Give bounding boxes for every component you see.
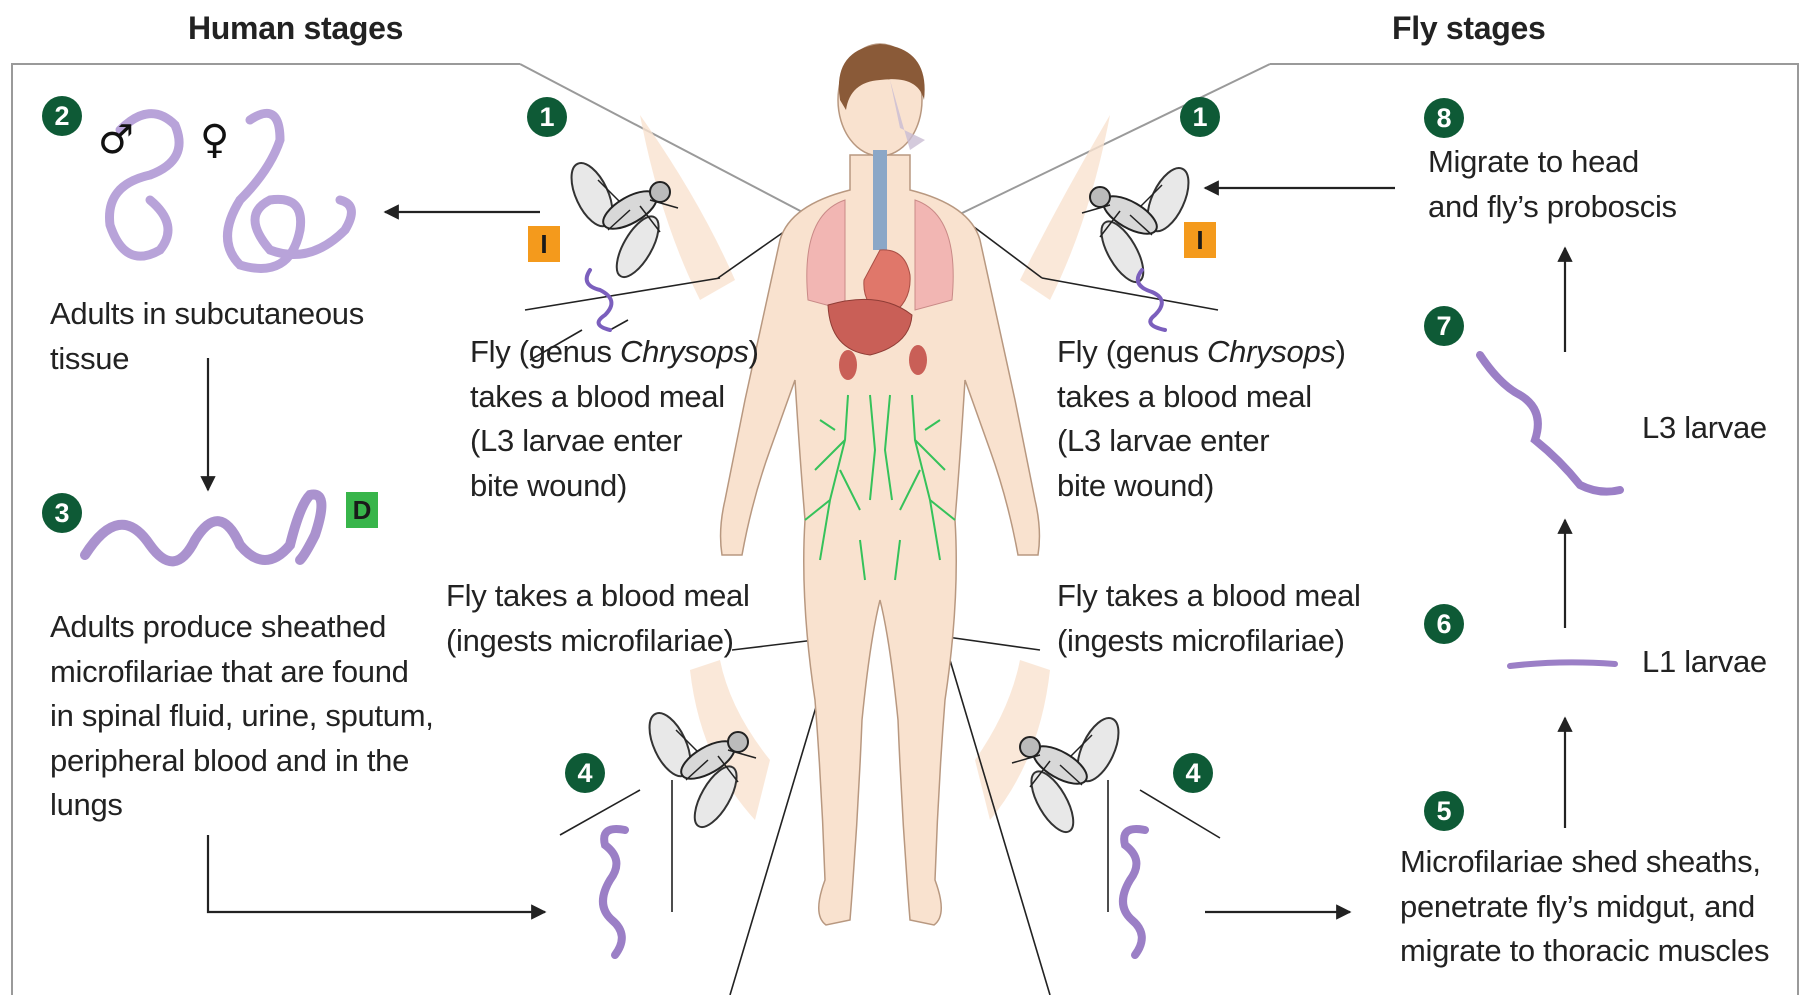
stage-4-left-text: Fly takes a blood meal (ingests microfil…: [446, 574, 750, 663]
stage-1-right-suffix: ): [1336, 334, 1346, 369]
stage-5-badge: 5: [1424, 791, 1464, 831]
stage-6-badge: 6: [1424, 604, 1464, 644]
stage-4-left-line-2: (ingests microfilariae): [446, 619, 750, 664]
stage-1-right-text: Fly (genus Chrysops) takes a blood meal …: [1057, 330, 1346, 508]
stage-8-badge: 8: [1424, 98, 1464, 138]
stage-7-badge: 7: [1424, 306, 1464, 346]
stage-3-line-4: peripheral blood and in the: [50, 739, 434, 784]
stage-1-left-prefix: Fly (genus: [470, 334, 620, 369]
stage-3-text: Adults produce sheathed microfilariae th…: [50, 605, 434, 828]
stage-8-text: Migrate to head and fly’s proboscis: [1428, 140, 1677, 229]
stage-1-right-line-4: bite wound): [1057, 464, 1346, 509]
stage-3-line-2: microfilariae that are found: [50, 650, 434, 695]
infective-stage-tag-right: I: [1184, 222, 1216, 258]
stage-1-left-text: Fly (genus Chrysops) takes a blood meal …: [470, 330, 759, 508]
stage-1-left-suffix: ): [749, 334, 759, 369]
fly-icon-right-top: [1082, 162, 1197, 288]
stage-4-right-badge: 4: [1173, 753, 1213, 793]
diagnostic-stage-tag: D: [346, 492, 378, 528]
female-symbol-icon: ♀: [200, 120, 229, 160]
stage-4-left-badge: 4: [565, 753, 605, 793]
stage-5-line-2: penetrate fly’s midgut, and: [1400, 885, 1769, 930]
stage-1-left-badge: 1: [527, 97, 567, 137]
stage-2-badge: 2: [42, 96, 82, 136]
stage-2-text: Adults in subcutaneous tissue: [50, 292, 364, 381]
stage-1-right-prefix: Fly (genus: [1057, 334, 1207, 369]
stage-5-text: Microfilariae shed sheaths, penetrate fl…: [1400, 840, 1769, 974]
fly-stages-header: Fly stages: [1392, 8, 1546, 48]
stage-5-line-1: Microfilariae shed sheaths,: [1400, 840, 1769, 885]
stage-3-line-1: Adults produce sheathed: [50, 605, 434, 650]
stage-1-right-line-3: (L3 larvae enter: [1057, 419, 1346, 464]
stage-4-left-line-1: Fly takes a blood meal: [446, 574, 750, 619]
stage-8-line-1: Migrate to head: [1428, 140, 1677, 185]
l1-larvae-label: L1 larvae: [1642, 640, 1767, 685]
stage-8-line-2: and fly’s proboscis: [1428, 185, 1677, 230]
stage-4-right-line-1: Fly takes a blood meal: [1057, 574, 1361, 619]
stage-3-line-5: lungs: [50, 783, 434, 828]
infective-stage-tag-left: I: [528, 226, 560, 262]
stage-1-right-genus: Chrysops: [1207, 334, 1336, 369]
stage-1-right-line-1: Fly (genus Chrysops): [1057, 330, 1346, 375]
stage-1-left-line-2: takes a blood meal: [470, 375, 759, 420]
stage-5-line-3: migrate to thoracic muscles: [1400, 929, 1769, 974]
stage-1-right-line-2: takes a blood meal: [1057, 375, 1346, 420]
stage-1-left-line-3: (L3 larvae enter: [470, 419, 759, 464]
stage-4-right-line-2: (ingests microfilariae): [1057, 619, 1361, 664]
stage-1-left-line-4: bite wound): [470, 464, 759, 509]
male-symbol-icon: ♂: [98, 120, 134, 160]
stage-4-right-text: Fly takes a blood meal (ingests microfil…: [1057, 574, 1361, 663]
stage-3-line-3: in spinal fluid, urine, sputum,: [50, 694, 434, 739]
stage-2-line-1: Adults in subcutaneous: [50, 292, 364, 337]
human-stages-header: Human stages: [188, 8, 403, 48]
l3-larvae-label: L3 larvae: [1642, 406, 1767, 451]
stage-1-right-badge: 1: [1180, 97, 1220, 137]
stage-3-badge: 3: [42, 493, 82, 533]
stage-1-left-line-1: Fly (genus Chrysops): [470, 330, 759, 375]
stage-2-line-2: tissue: [50, 337, 364, 382]
stage-1-left-genus: Chrysops: [620, 334, 749, 369]
